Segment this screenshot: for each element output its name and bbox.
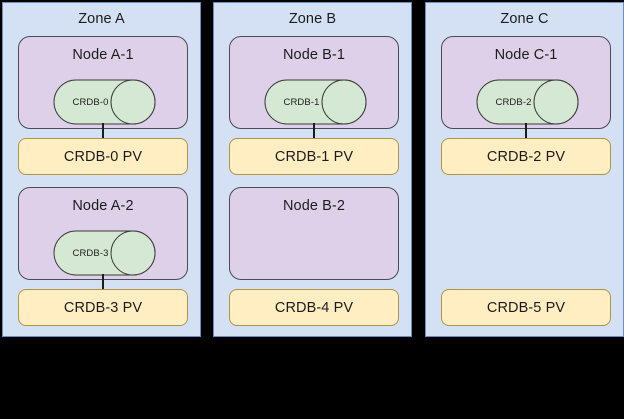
pod-crdb-1[interactable]: CRDB-1	[264, 79, 367, 125]
node-a-1[interactable]: Node A-1 CRDB-0	[18, 36, 188, 129]
connector-crdb-1	[313, 123, 315, 139]
zone-b[interactable]: Zone B Node B-1 CRDB-1 CRDB-1 PV Node B-…	[213, 2, 412, 337]
cylinder-shape	[53, 79, 156, 125]
cylinder-shape	[476, 79, 579, 125]
zone-b-title: Zone B	[288, 11, 337, 27]
pv-crdb-5[interactable]: CRDB-5 PV	[441, 289, 611, 326]
node-c-1-title: Node C-1	[494, 47, 558, 63]
connector-crdb-3	[102, 274, 104, 290]
pv-crdb-0[interactable]: CRDB-0 PV	[18, 138, 188, 175]
pod-crdb-0-label: CRDB-0	[72, 96, 109, 108]
node-a-2-title: Node A-2	[72, 198, 134, 214]
node-b-1-title: Node B-1	[282, 47, 346, 63]
pod-crdb-3-label: CRDB-3	[72, 247, 109, 259]
pv-crdb-2[interactable]: CRDB-2 PV	[441, 138, 611, 175]
node-b-1[interactable]: Node B-1 CRDB-1	[229, 36, 399, 129]
pod-crdb-0[interactable]: CRDB-0	[53, 79, 156, 125]
pod-crdb-2[interactable]: CRDB-2	[476, 79, 579, 125]
cylinder-shape	[264, 79, 367, 125]
node-c-1[interactable]: Node C-1 CRDB-2	[441, 36, 611, 129]
pod-crdb-2-label: CRDB-2	[495, 96, 532, 108]
zone-a[interactable]: Zone A Node A-1 CRDB-0 CRDB-0 PV Node A-…	[2, 2, 201, 337]
node-a-2[interactable]: Node A-2 CRDB-3	[18, 187, 188, 280]
cylinder-shape	[53, 230, 156, 276]
zone-c-title: Zone C	[500, 11, 549, 27]
connector-crdb-2	[525, 123, 527, 139]
node-a-1-title: Node A-1	[72, 47, 134, 63]
pod-crdb-1-label: CRDB-1	[283, 96, 320, 108]
node-b-2-title: Node B-2	[282, 198, 346, 214]
pv-crdb-4[interactable]: CRDB-4 PV	[229, 289, 399, 326]
zone-c[interactable]: Zone C Node C-1 CRDB-2 CRDB-2 PV CRDB-5 …	[425, 2, 624, 337]
node-b-2[interactable]: Node B-2	[229, 187, 399, 280]
connector-crdb-0	[102, 123, 104, 139]
pod-crdb-3[interactable]: CRDB-3	[53, 230, 156, 276]
zone-a-title: Zone A	[78, 11, 125, 27]
pv-crdb-1[interactable]: CRDB-1 PV	[229, 138, 399, 175]
pv-crdb-3[interactable]: CRDB-3 PV	[18, 289, 188, 326]
